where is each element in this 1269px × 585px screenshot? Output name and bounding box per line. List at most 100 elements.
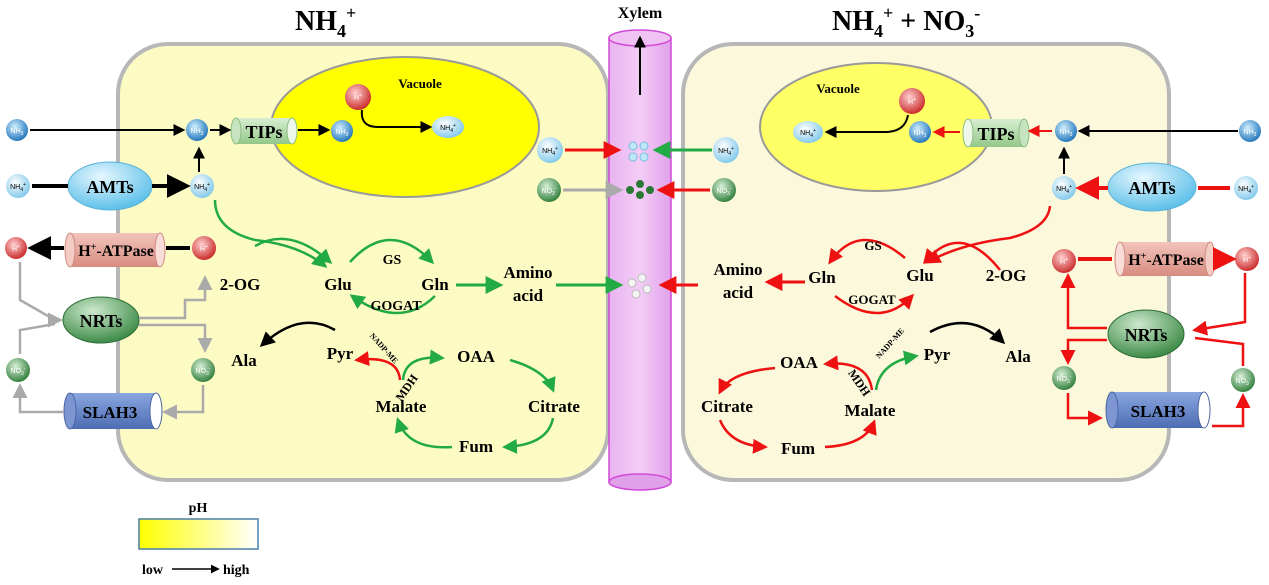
svg-text:H+: H+ — [12, 244, 20, 253]
svg-text:H+: H+ — [354, 93, 362, 102]
left-glu: Glu — [324, 275, 351, 294]
xylem-no3-dots — [626, 180, 654, 199]
amts-transporter-left: AMTs — [67, 161, 153, 211]
svg-text:NRTs: NRTs — [1125, 325, 1168, 345]
right-pyr: Pyr — [924, 345, 951, 364]
h-icon-left-ext: H+ — [5, 237, 27, 259]
svg-text:H+: H+ — [1060, 257, 1068, 266]
right-vacuole-label: Vacuole — [816, 81, 860, 96]
svg-text:SLAH3: SLAH3 — [1131, 402, 1186, 421]
nh4-icon-right-cyto: NH4+ — [1052, 176, 1076, 200]
h-icon-right-ext: H+ — [1235, 247, 1259, 271]
left-acid: acid — [513, 286, 544, 305]
no3-icon-right-ext: NO3- — [1231, 368, 1255, 392]
ph-legend: pH low high — [138, 501, 259, 578]
right-metabolism-arrows — [658, 205, 1052, 454]
svg-text:NH4+: NH4+ — [542, 146, 558, 157]
svg-text:NH4+: NH4+ — [1056, 184, 1072, 195]
right-acid: acid — [723, 283, 754, 302]
nh4-icon-xylem-left: NH4+ — [537, 137, 563, 163]
svg-text:NRTs: NRTs — [80, 311, 123, 331]
right-oaa: OAA — [780, 353, 819, 372]
nh4-icon-left-ext: NH4+ — [6, 174, 30, 198]
svg-text:NO3-: NO3- — [196, 366, 211, 377]
no3-icon-xylem-left: NO3- — [537, 178, 561, 202]
left-malate: Malate — [376, 397, 427, 416]
svg-text:NO3-: NO3- — [717, 186, 732, 197]
left-citrate: Citrate — [528, 397, 580, 416]
right-glu: Glu — [906, 266, 933, 285]
ph-legend-title: pH — [189, 501, 208, 516]
h-icon-left-vac: H+ — [345, 84, 371, 110]
svg-text:NH3: NH3 — [1244, 129, 1257, 138]
svg-text:H+: H+ — [1243, 255, 1251, 264]
left-fum: Fum — [459, 437, 493, 456]
nrts-transporter-left: NRTs — [62, 296, 140, 344]
left-condition-title: NH4+ — [295, 3, 356, 41]
right-2og: 2-OG — [986, 266, 1027, 285]
svg-text:NO3-: NO3- — [11, 366, 26, 377]
left-2og: 2-OG — [220, 275, 261, 294]
nrts-transporter-right: NRTs — [1107, 309, 1185, 359]
no3-icon-xylem-right: NO3- — [712, 178, 736, 202]
nh3-icon-right-vac: NH3 — [909, 121, 931, 143]
left-pyr: Pyr — [327, 344, 354, 363]
left-gln: Gln — [421, 275, 449, 294]
svg-text:NH3: NH3 — [1060, 129, 1073, 138]
left-vacuole-label: Vacuole — [398, 76, 442, 91]
h-icon-right-vac: H+ — [899, 88, 925, 114]
svg-text:NH4+: NH4+ — [440, 123, 456, 134]
nh3-icon-left-ext: NH3 — [6, 119, 28, 141]
svg-text:NO3-: NO3- — [1236, 376, 1251, 387]
ph-legend-low: low — [142, 563, 164, 578]
svg-text:NH3: NH3 — [914, 130, 927, 139]
right-gln: Gln — [808, 268, 836, 287]
h-icon-right-cyto: H+ — [1052, 249, 1076, 273]
svg-text:TIPs: TIPs — [977, 124, 1014, 144]
right-condition-title: NH4+ + NO3- — [832, 3, 980, 41]
right-citrate: Citrate — [701, 397, 753, 416]
nh3-icon-right-ext: NH3 — [1239, 120, 1261, 142]
svg-text:NO3-: NO3- — [1057, 374, 1072, 385]
svg-text:H+-ATPase: H+-ATPase — [78, 242, 154, 260]
no3-icon-left-cyto: NO3- — [191, 358, 215, 382]
svg-text:NH4+: NH4+ — [10, 182, 26, 193]
left-gs: GS — [383, 253, 402, 268]
xylem-nh4-dots — [628, 141, 649, 162]
tips-channel-left: TIPs — [230, 117, 298, 145]
svg-text:H+: H+ — [908, 97, 916, 106]
svg-text:TIPs: TIPs — [245, 122, 282, 142]
svg-text:NH3: NH3 — [191, 128, 204, 137]
tips-channel-right: TIPs — [962, 118, 1030, 148]
left-metabolite-labels: 2-OG Glu Gln GS GOGAT Amino acid Ala Pyr… — [220, 253, 581, 456]
right-ala: Ala — [1005, 347, 1031, 366]
h-icon-left-cyto: H+ — [192, 236, 216, 260]
ph-legend-high: high — [223, 563, 250, 578]
svg-text:NH4+: NH4+ — [718, 146, 734, 157]
no3-icon-left-ext: NO3- — [6, 358, 30, 382]
xylem-label: Xylem — [618, 5, 663, 22]
xylem-amino-acid-dots — [627, 273, 652, 299]
left-metabolism-arrows — [213, 141, 712, 454]
nh4-icon-right-ext: NH4+ — [1234, 176, 1258, 200]
svg-text:NH4+: NH4+ — [1238, 184, 1254, 195]
ph-gradient-bar — [138, 518, 259, 550]
left-oaa: OAA — [457, 347, 496, 366]
amts-transporter-right: AMTs — [1107, 162, 1197, 212]
right-transport-arrows — [824, 114, 1251, 428]
right-gogat: GOGAT — [848, 292, 896, 307]
svg-text:H+-ATPase: H+-ATPase — [1128, 251, 1204, 269]
svg-text:AMTs: AMTs — [1128, 178, 1175, 198]
svg-text:NH3: NH3 — [336, 129, 349, 138]
svg-text:NO3-: NO3- — [542, 186, 557, 197]
svg-text:SLAH3: SLAH3 — [83, 403, 138, 422]
nh3-icon-left-vac: NH3 — [331, 120, 353, 142]
nh4-icon-xylem-right: NH4+ — [713, 137, 739, 163]
nh4-icon-left-cyto: NH4+ — [190, 174, 214, 198]
left-gogat: GOGAT — [370, 299, 422, 314]
svg-text:NH4+: NH4+ — [194, 182, 210, 193]
left-amino: Amino — [503, 263, 552, 282]
h-atpase-pump-right: H+-ATPase — [1114, 241, 1216, 277]
right-fum: Fum — [781, 439, 815, 458]
